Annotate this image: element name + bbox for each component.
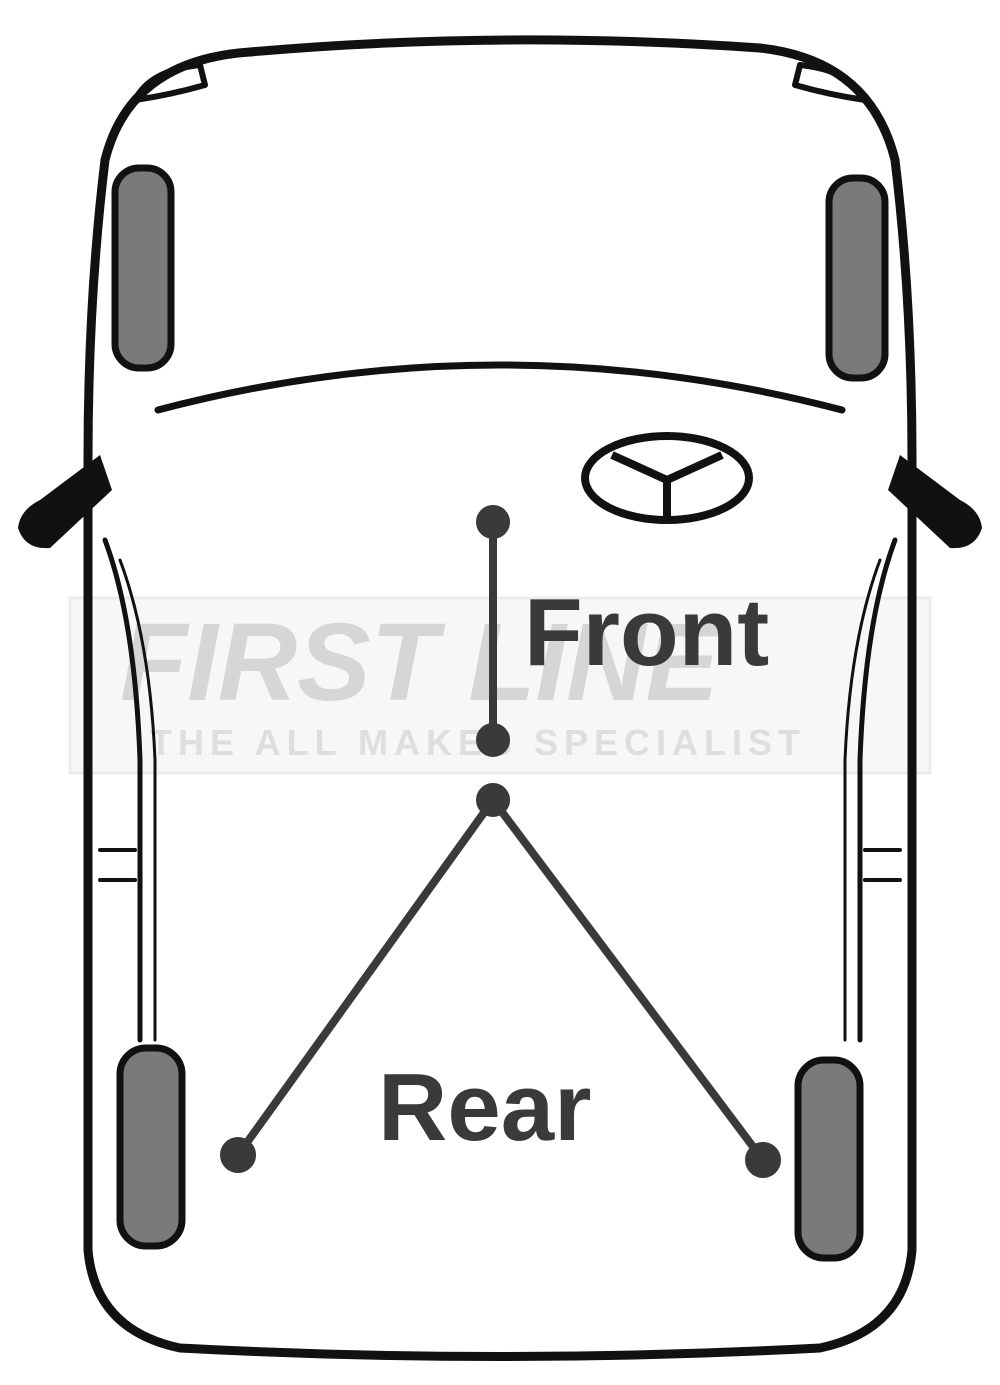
door-line-left <box>102 537 143 1043</box>
front-label: Front <box>524 579 769 686</box>
watermark-tagline: THE ALL MAKES SPECIALIST <box>150 722 806 763</box>
door-line-right-inner <box>843 558 882 1042</box>
watermark: FIRST LINE THE ALL MAKES SPECIALIST <box>68 596 932 775</box>
rear-cable-junction <box>476 783 510 817</box>
rear-label: Rear <box>378 1054 591 1161</box>
car-outline <box>83 35 917 1361</box>
mirrors <box>18 455 982 549</box>
wheel-front-left <box>111 164 175 372</box>
rear-cable-end-right <box>745 1142 781 1178</box>
mirror-right <box>888 455 982 549</box>
headlight-left <box>132 62 208 103</box>
watermark-brand: FIRST LINE <box>120 601 723 724</box>
handbrake-cables <box>220 505 781 1178</box>
mirror-left <box>18 455 112 549</box>
rear-cable-right <box>489 796 767 1164</box>
front-cable-end-top <box>476 505 510 539</box>
wheels <box>111 164 889 1262</box>
wheel-rear-right <box>794 1056 864 1262</box>
rear-cable-end-left <box>220 1137 256 1173</box>
wheel-rear-left <box>116 1044 186 1250</box>
door-line-left-inner <box>118 558 157 1042</box>
rear-cable-left <box>234 796 497 1159</box>
windscreen-line <box>154 361 846 414</box>
wheel-front-right <box>825 174 889 382</box>
steering-wheel-icon <box>581 432 753 524</box>
car-body <box>83 35 917 1361</box>
door-line-right <box>857 537 898 1043</box>
front-cable-end-bottom <box>476 723 510 757</box>
headlight-right <box>792 62 868 103</box>
